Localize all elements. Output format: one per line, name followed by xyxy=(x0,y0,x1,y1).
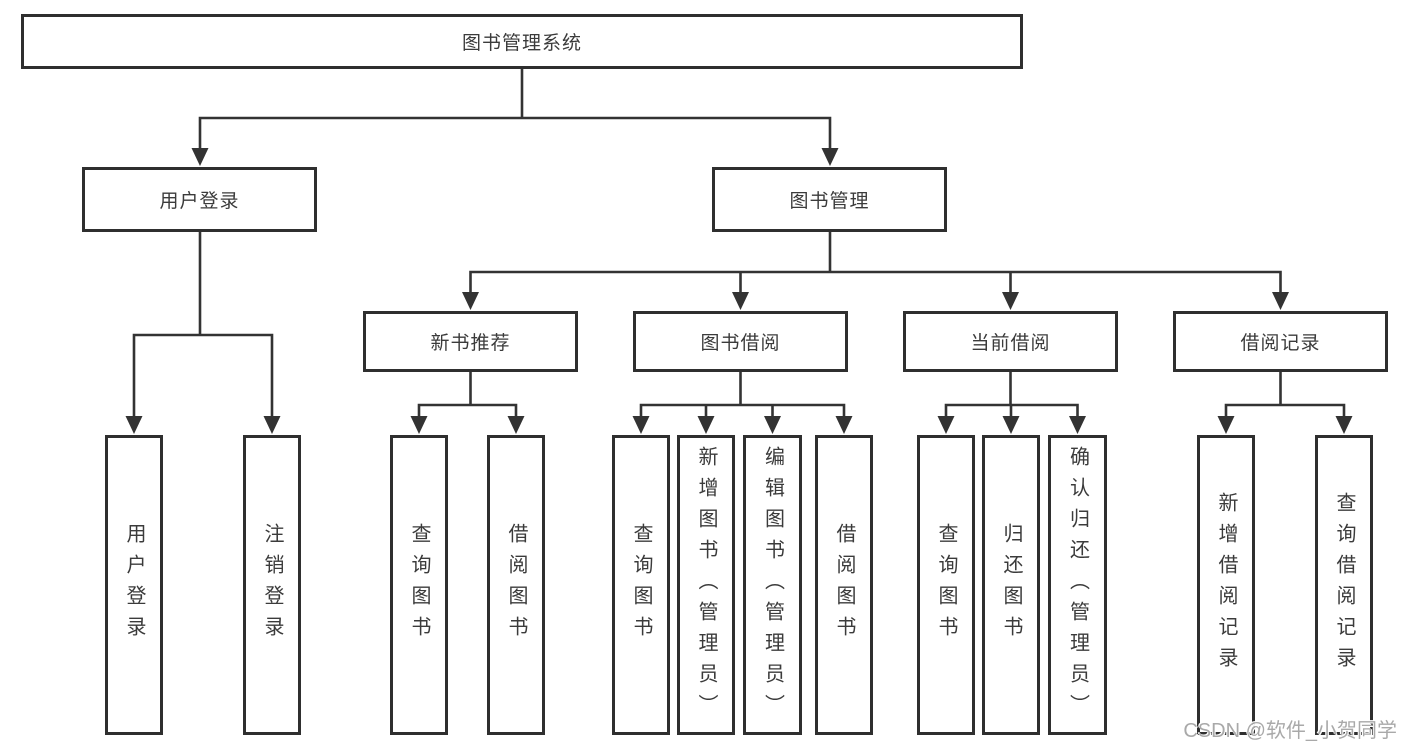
arrowhead-icon xyxy=(732,292,749,310)
arrowhead-icon xyxy=(835,416,853,434)
arrowhead-icon xyxy=(821,148,839,166)
node-book-borrowing: 图书借阅 xyxy=(633,311,848,372)
node-label: 归还图书 xyxy=(1000,523,1022,647)
connector-book-management-rail xyxy=(469,270,1282,304)
arrowhead-icon xyxy=(1002,416,1020,434)
arrowhead-icon xyxy=(1335,416,1353,434)
node-label: 确认归还（管理员） xyxy=(1066,445,1089,725)
node-label: 编辑图书（管理员） xyxy=(761,445,784,725)
leaf-borrow-books: 借阅图书 xyxy=(815,435,873,735)
node-label: 图书借阅 xyxy=(700,333,781,354)
leaf-query-books: 查询图书 xyxy=(612,435,670,735)
csdn-watermark: CSDN @软件_小贺同学 xyxy=(1183,720,1397,742)
arrowhead-icon xyxy=(462,292,479,310)
node-new-book-recommendation: 新书推荐 xyxy=(363,311,578,372)
node-label: 用户登录 xyxy=(159,191,240,212)
node-label: 查询图书 xyxy=(408,523,430,647)
node-current-borrowing: 当前借阅 xyxy=(903,311,1118,372)
arrowhead-icon xyxy=(1069,416,1086,434)
leaf-query-books: 查询图书 xyxy=(390,435,448,735)
leaf-confirm-return-admin: 确认归还（管理员） xyxy=(1048,435,1107,735)
leaf-return-books: 归还图书 xyxy=(982,435,1040,735)
connector-recommendation-rail xyxy=(417,403,518,428)
connector-root-rail xyxy=(198,116,832,160)
arrowhead-icon xyxy=(125,416,143,434)
arrowhead-icon xyxy=(1217,416,1235,434)
arrowhead-icon xyxy=(764,416,781,434)
arrowhead-icon xyxy=(1002,292,1019,310)
node-label: 图书管理系统 xyxy=(461,33,582,54)
leaf-edit-books-admin: 编辑图书（管理员） xyxy=(743,435,802,735)
node-label: 用户登录 xyxy=(123,523,145,647)
node-label: 查询图书 xyxy=(630,523,652,647)
connector-user-login-rail xyxy=(132,333,274,428)
leaf-user-login: 用户登录 xyxy=(105,435,163,735)
node-label: 借阅图书 xyxy=(505,523,527,647)
connector-records-rail xyxy=(1224,403,1346,428)
leaf-add-books-admin: 新增图书（管理员） xyxy=(677,435,735,735)
node-borrowing-records: 借阅记录 xyxy=(1173,311,1388,372)
arrowhead-icon xyxy=(191,148,209,166)
leaf-borrow-books: 借阅图书 xyxy=(487,435,545,735)
node-label: 当前借阅 xyxy=(970,333,1051,354)
node-label: 查询图书 xyxy=(935,523,957,647)
node-label: 图书管理 xyxy=(789,191,870,212)
arrowhead-icon xyxy=(937,416,955,434)
node-label: 借阅记录 xyxy=(1240,333,1321,354)
arrowhead-icon xyxy=(410,416,428,434)
connector-current-rail xyxy=(944,403,1079,428)
node-label: 借阅图书 xyxy=(833,523,855,647)
node-label: 新增借阅记录 xyxy=(1215,492,1237,678)
arrowhead-icon xyxy=(697,416,715,434)
node-label: 新书推荐 xyxy=(430,333,511,354)
leaf-query-borrow-record: 查询借阅记录 xyxy=(1315,435,1373,735)
arrowhead-icon xyxy=(507,416,525,434)
leaf-query-books: 查询图书 xyxy=(917,435,975,735)
node-library-management-system: 图书管理系统 xyxy=(21,14,1023,69)
arrowhead-icon xyxy=(1272,292,1289,310)
leaf-logout: 注销登录 xyxy=(243,435,301,735)
node-label: 新增图书（管理员） xyxy=(695,445,717,725)
arrowhead-icon xyxy=(263,416,281,434)
connector-borrowing-rail xyxy=(639,403,846,428)
arrowhead-icon xyxy=(632,416,650,434)
node-label: 注销登录 xyxy=(261,523,283,647)
leaf-add-borrow-record: 新增借阅记录 xyxy=(1197,435,1255,735)
node-book-management-module: 图书管理 xyxy=(712,167,947,232)
node-label: 查询借阅记录 xyxy=(1333,492,1355,678)
node-user-login-module: 用户登录 xyxy=(82,167,317,232)
